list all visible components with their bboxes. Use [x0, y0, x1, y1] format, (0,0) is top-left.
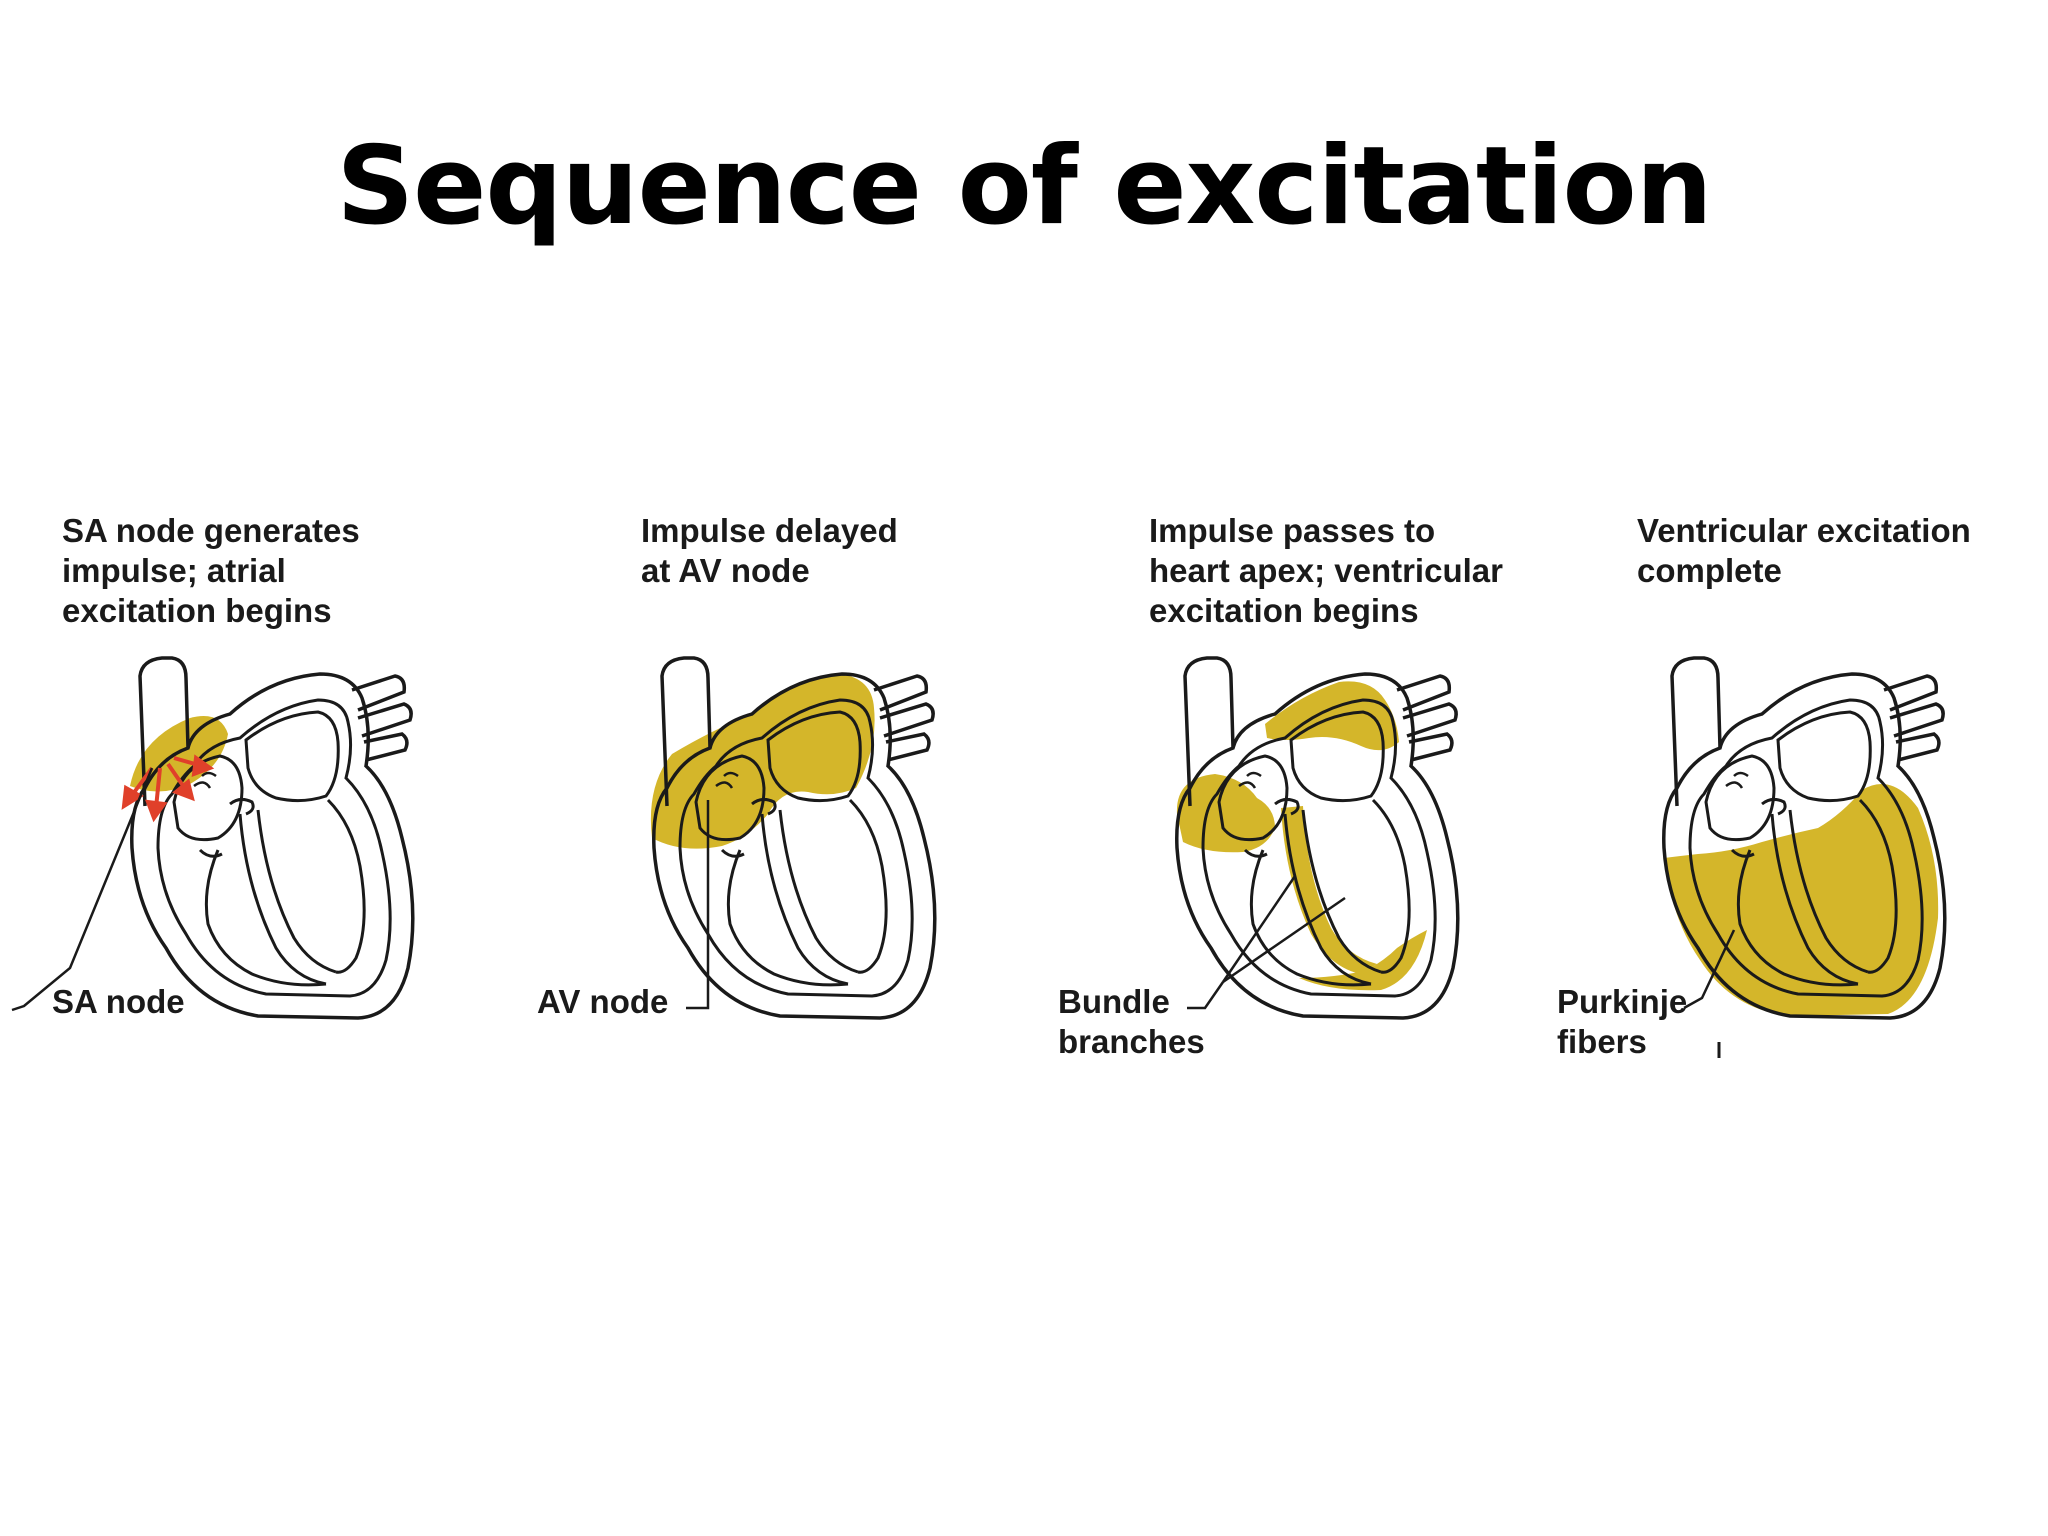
caption-line: Impulse delayed [641, 512, 898, 549]
caption-line: excitation begins [1149, 592, 1419, 629]
apex-excitation-region [1299, 930, 1427, 991]
slide-title: Sequence of excitation [336, 124, 1712, 249]
impulse-arrows-icon [121, 754, 215, 823]
callout-line: Purkinje [1557, 983, 1688, 1020]
atria-excitation-region [1176, 774, 1275, 853]
callout-line: fibers [1557, 1023, 1647, 1060]
callout-line: SA node [52, 983, 185, 1020]
heart-stage-4 [1662, 656, 1947, 1058]
callout-purkinje-fibers: Purkinje fibers [1557, 982, 1687, 1062]
caption-line: complete [1637, 552, 1782, 589]
caption-line: Impulse passes to [1149, 512, 1436, 549]
caption-line: excitation begins [62, 592, 332, 629]
caption-line: Ventricular excitation [1637, 512, 1971, 549]
caption-line: at AV node [641, 552, 810, 589]
callout-line: Bundle [1058, 983, 1170, 1020]
heart-stage-3 [1175, 656, 1460, 1020]
caption-line: impulse; atrial [62, 552, 286, 589]
heart-stage-1 [11, 656, 415, 1020]
ventricles-excitation-region [1664, 784, 1939, 1016]
caption-line: heart apex; ventricular [1149, 552, 1503, 589]
callout-line: branches [1058, 1023, 1205, 1060]
bundle-branches-excitation-region [1281, 806, 1377, 974]
callout-sa-node: SA node [52, 982, 185, 1022]
stage-3-caption: Impulse passes to heart apex; ventricula… [1149, 511, 1503, 631]
callout-line: AV node [537, 983, 669, 1020]
caption-line: SA node generates [62, 512, 360, 549]
stage-2-caption: Impulse delayed at AV node [641, 511, 898, 591]
stage-4-caption: Ventricular excitation complete [1637, 511, 1971, 591]
callout-bundle-branches: Bundle branches [1058, 982, 1205, 1062]
heart-stage-2 [650, 656, 937, 1020]
left-atrium-excitation-region [1265, 681, 1399, 751]
callout-av-node: AV node [537, 982, 668, 1022]
stage-1-caption: SA node generates impulse; atrial excita… [62, 511, 360, 631]
